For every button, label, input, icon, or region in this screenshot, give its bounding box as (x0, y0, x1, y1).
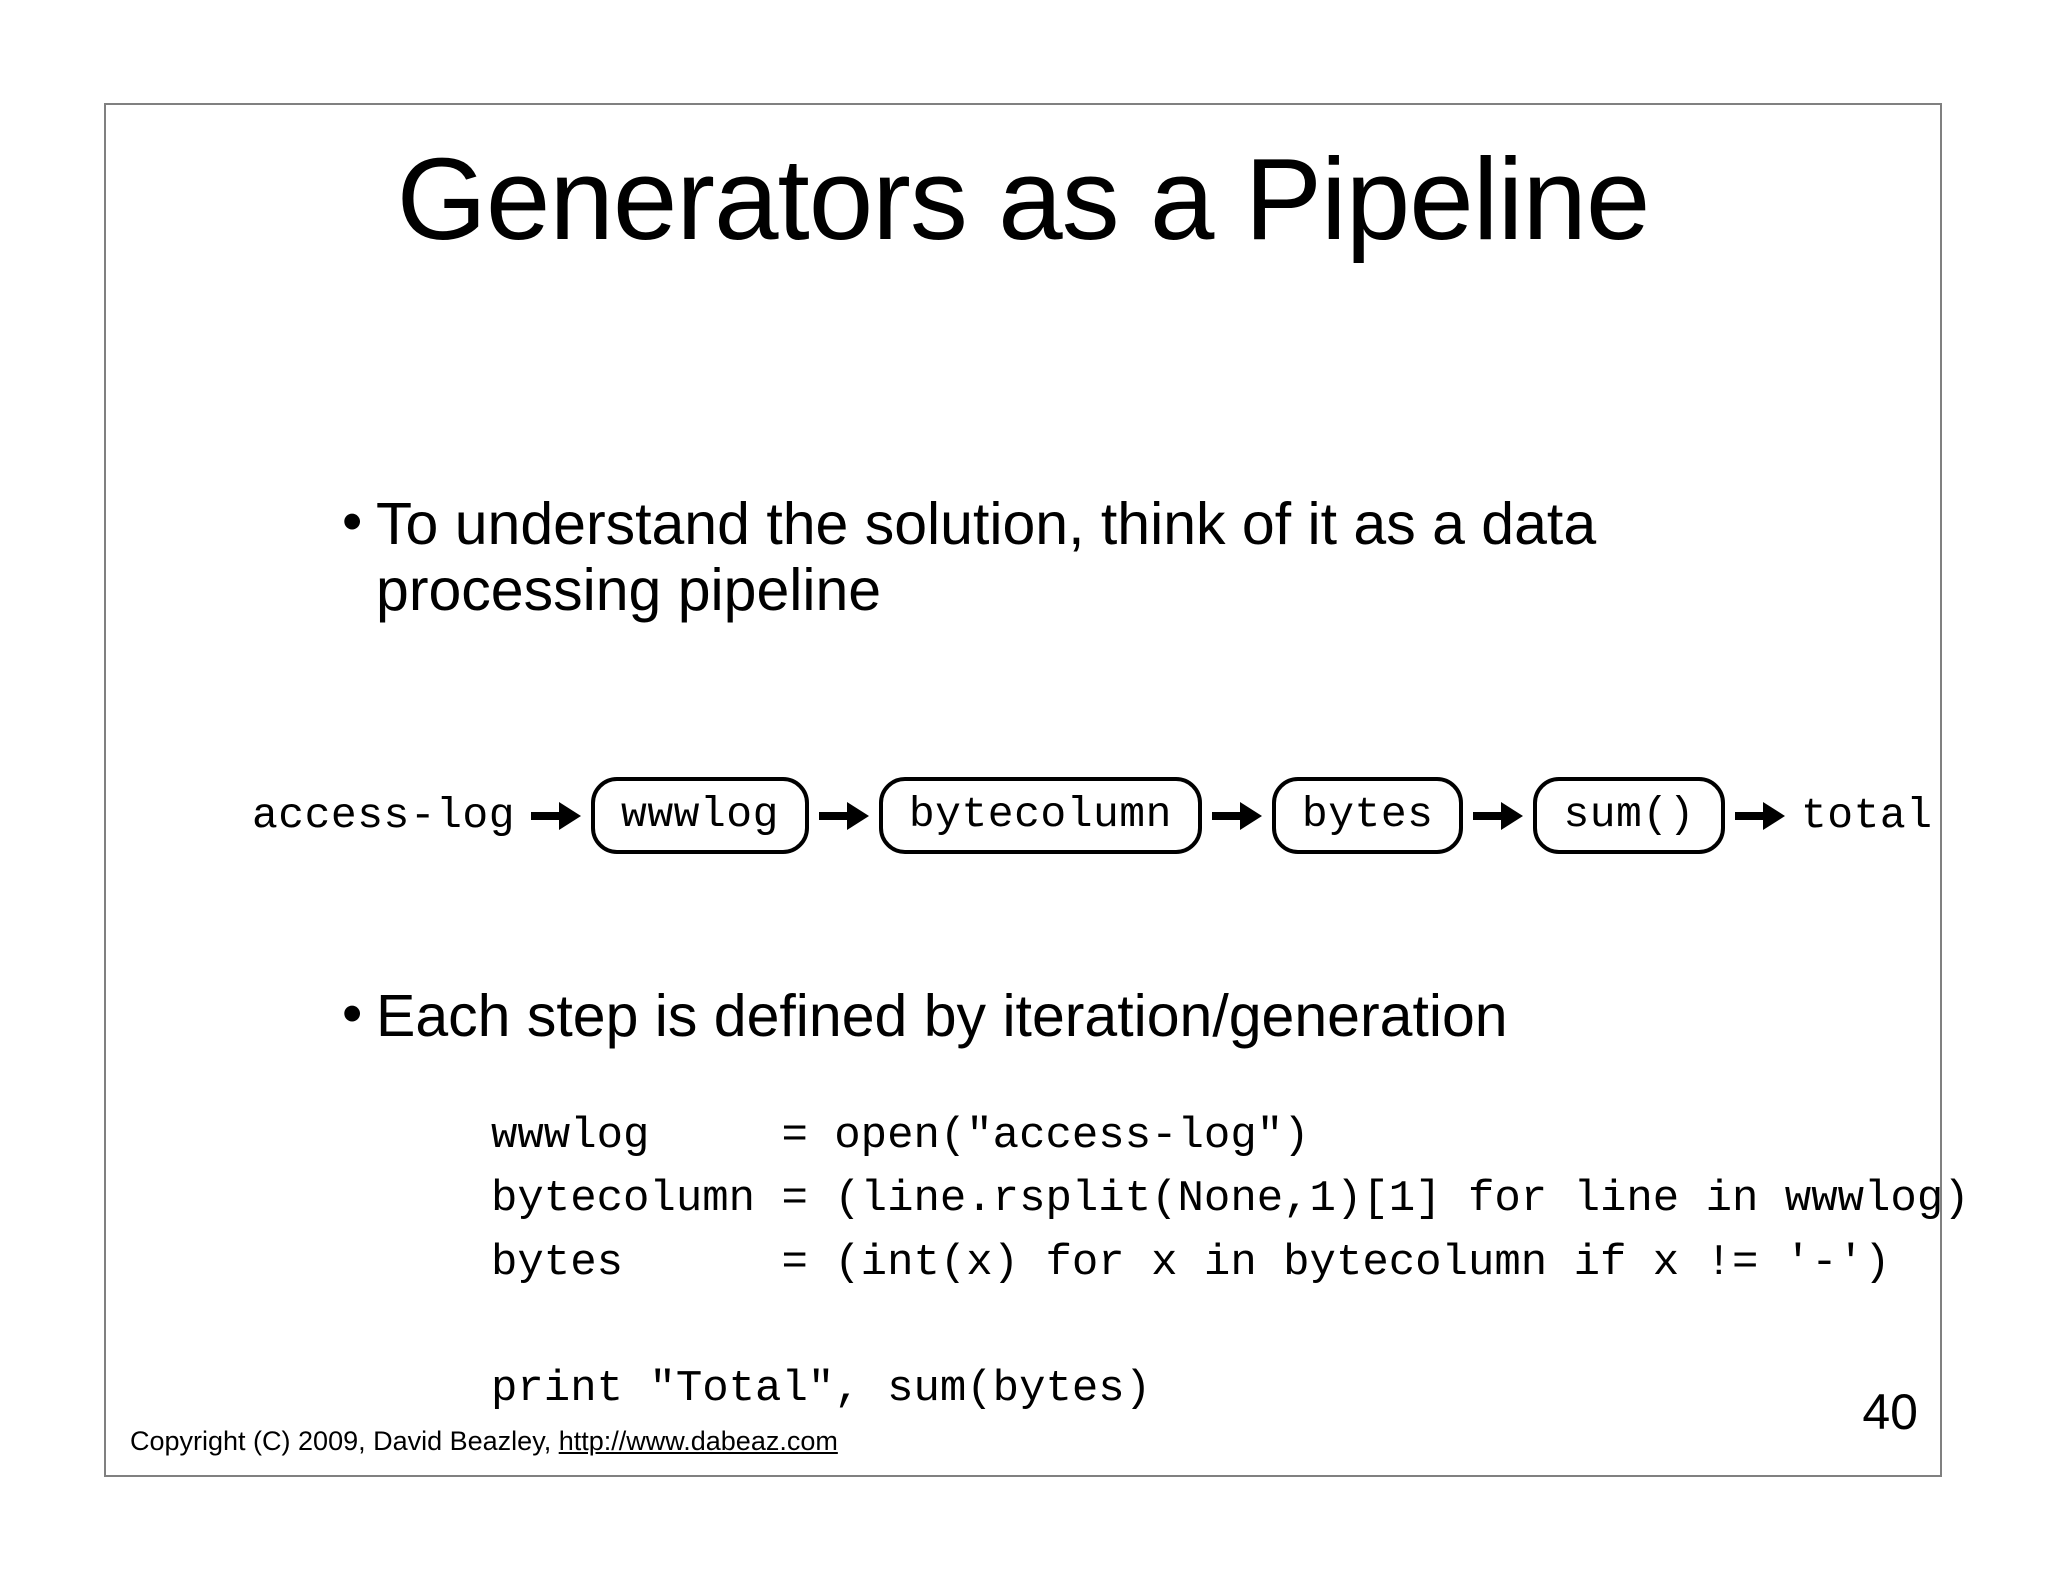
pipeline-node-sum: sum() (1533, 777, 1725, 854)
pipeline-diagram: access-log wwwlog bytecolumn bytes sum()… (246, 777, 1939, 854)
arrow-right-icon (1473, 799, 1524, 833)
pipeline-node-wwwlog: wwwlog (591, 777, 809, 854)
slide-frame: Generators as a Pipeline • To understand… (104, 103, 1970, 1477)
pipeline-node-bytecolumn: bytecolumn (878, 777, 1202, 854)
footer-copyright: Copyright (C) 2009, David Beazley, http:… (130, 1426, 838, 1457)
bullet-item-1: • To understand the solution, think of i… (342, 489, 1962, 624)
code-block: wwwlog = open("access-log") bytecolumn =… (491, 1111, 1970, 1415)
footer-copyright-text: Copyright (C) 2009, David Beazley, (130, 1426, 559, 1456)
page-number: 40 (1862, 1384, 1918, 1440)
pipeline-node-bytes: bytes (1271, 777, 1464, 854)
bullet-dot-icon: • (342, 981, 363, 1046)
arrow-right-icon (818, 799, 869, 833)
pipeline-node-total: total (1800, 791, 1933, 840)
arrow-right-icon (1211, 799, 1262, 833)
bullet-dot-icon: • (342, 489, 363, 554)
bullet-item-2: • Each step is defined by iteration/gene… (342, 983, 1962, 1049)
bullet-item-1-label: To understand the solution, think of it … (376, 491, 1597, 624)
footer-url-link[interactable]: http://www.dabeaz.com (558, 1426, 838, 1456)
pipeline-node-access-log: access-log (252, 791, 516, 840)
arrow-right-icon (531, 799, 582, 833)
arrow-right-icon (1734, 799, 1785, 833)
page-title: Generators as a Pipeline (396, 134, 1651, 264)
bullet-item-2-label: Each step is defined by iteration/genera… (376, 983, 1508, 1049)
